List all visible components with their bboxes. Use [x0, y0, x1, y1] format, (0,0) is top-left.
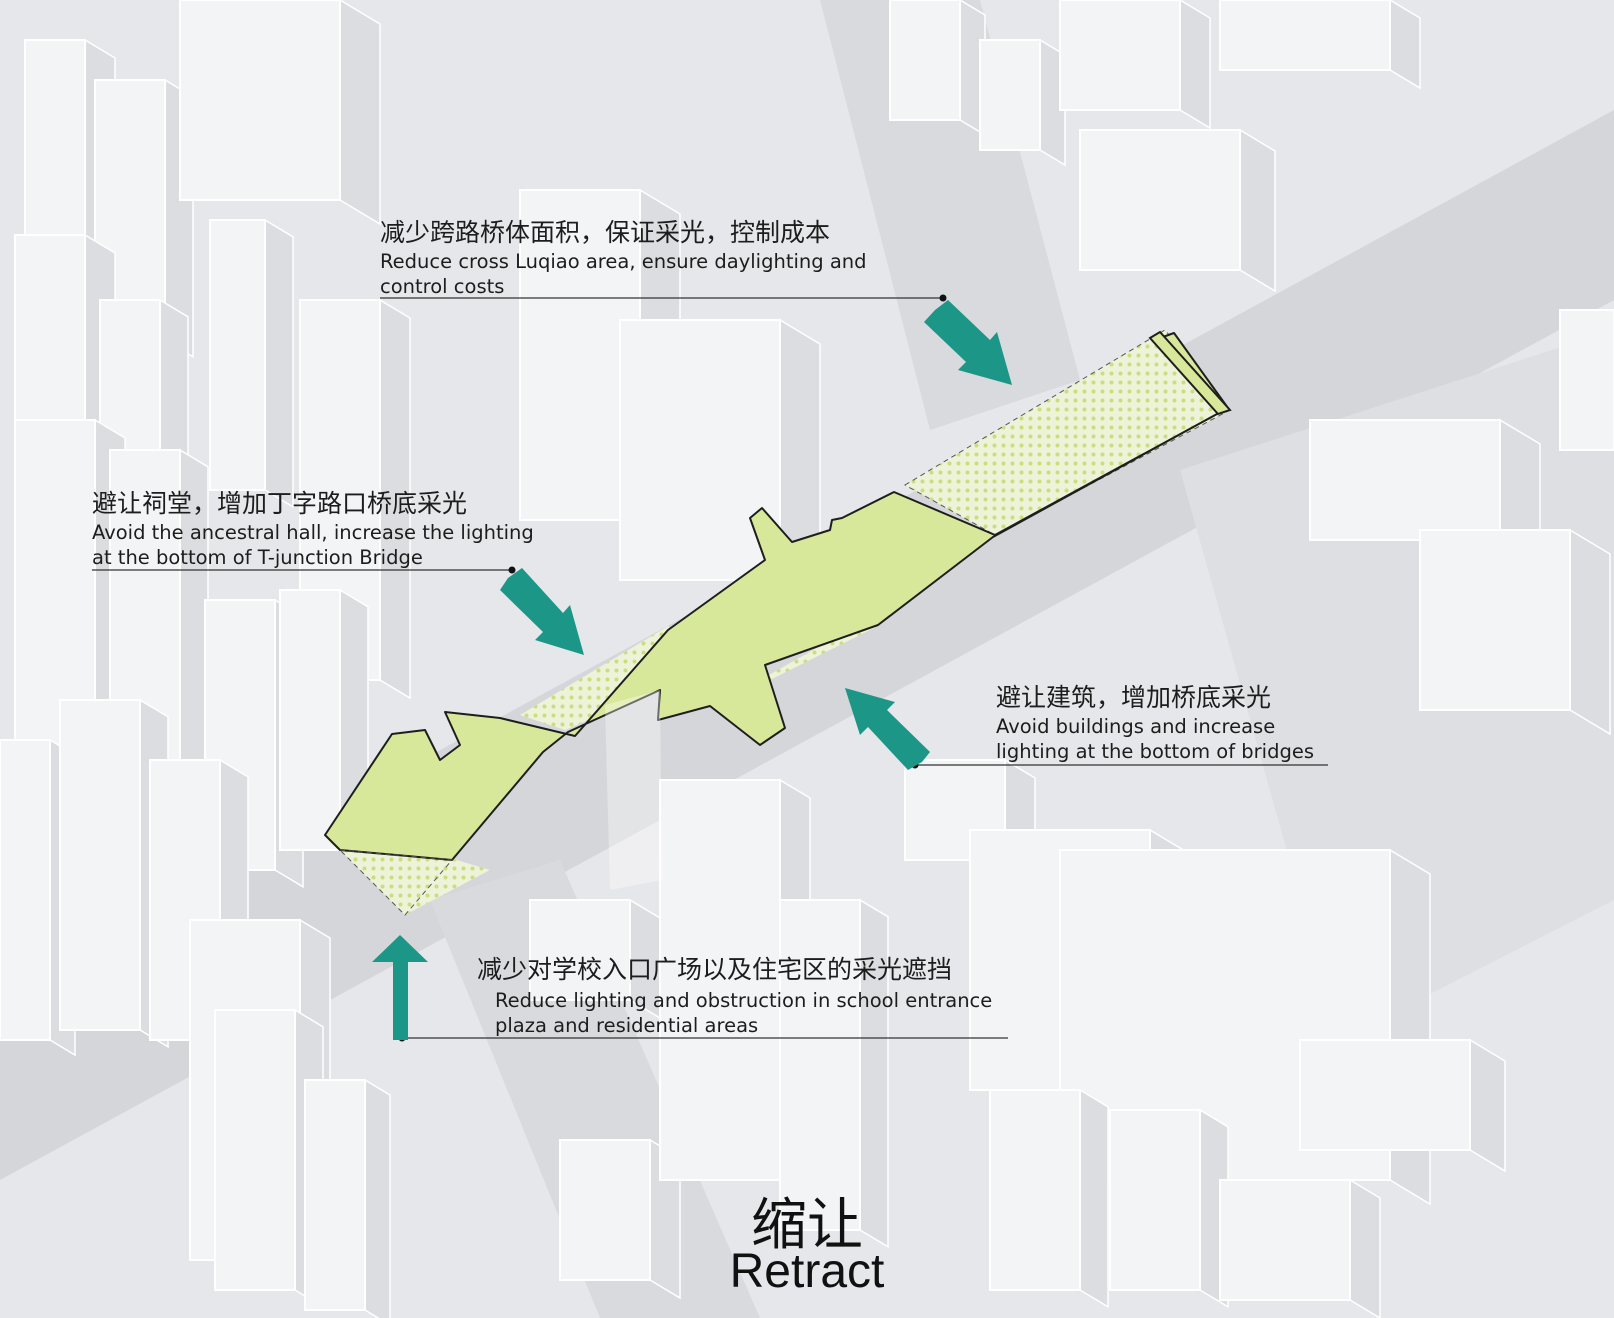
annotation-buildings-en-line-1: Avoid buildings and increase: [996, 715, 1276, 738]
arrow-down-right-icon: [924, 300, 1012, 385]
annotation-bridge-area-en-line-2: control costs: [380, 275, 505, 298]
building-block: [1219, 0, 1421, 90]
building-block: [279, 588, 369, 869]
arrow-up-left-icon: [845, 688, 930, 770]
bridge-highlight-shaft: [605, 690, 662, 890]
building-block: [1219, 1178, 1381, 1318]
building-block: [209, 218, 294, 509]
annotation-buildings-en-line-2: lighting at the bottom of bridges: [996, 740, 1315, 763]
annotation-school-en-line-1: Reduce lighting and obstruction in schoo…: [495, 989, 993, 1012]
building-block: [1419, 528, 1611, 736]
annotation-ancestral-hall-zh: 避让祠堂，增加丁字路口桥底采光: [92, 489, 468, 518]
diagram-title-en: Retract: [729, 1245, 885, 1298]
bridge-east-strip: [1148, 330, 1232, 416]
bridge-dotted-zone-middle: [520, 625, 670, 730]
annotation-buildings-zh: 避让建筑，增加桥底采光: [996, 683, 1272, 712]
bridge-west-dotted-outline: [338, 849, 454, 916]
building-block: [979, 38, 1066, 167]
diagram-title-zh: 缩让: [751, 1193, 863, 1258]
arrow-up-icon: [372, 935, 428, 1040]
annotation-ancestral-hall-en-line-2: at the bottom of T-junction Bridge: [92, 546, 423, 569]
bridge-dotted-zone-west: [340, 850, 490, 915]
annotation-bridge-area-zh: 减少跨路桥体面积，保证采光，控制成本: [380, 218, 831, 247]
building-block: [989, 1088, 1109, 1309]
building-block: [779, 898, 889, 1249]
building-block: [304, 1078, 391, 1318]
branch-road-north: [820, 0, 1080, 430]
annotation-ancestral-hall-en-line-1: Avoid the ancestral hall, increase the l…: [92, 521, 534, 544]
building-block: [619, 318, 821, 606]
building-block: [1299, 1038, 1506, 1173]
building-block: [1559, 308, 1614, 451]
annotation-school-zh: 减少对学校入口广场以及住宅区的采光遮挡: [477, 955, 953, 984]
building-block: [889, 0, 986, 137]
arrow-down-right-icon: [500, 568, 584, 655]
building-block: [1059, 0, 1211, 130]
building-block: [529, 898, 661, 1020]
annotation-bridge-area-en-line-1: Reduce cross Luqiao area, ensure dayligh…: [380, 250, 867, 273]
bridge-main-body: [324, 332, 1229, 861]
building-block: [1309, 418, 1541, 566]
building-block: [179, 0, 381, 226]
building-block: [1079, 128, 1276, 293]
annotation-school-en-line-2: plaza and residential areas: [495, 1014, 759, 1037]
